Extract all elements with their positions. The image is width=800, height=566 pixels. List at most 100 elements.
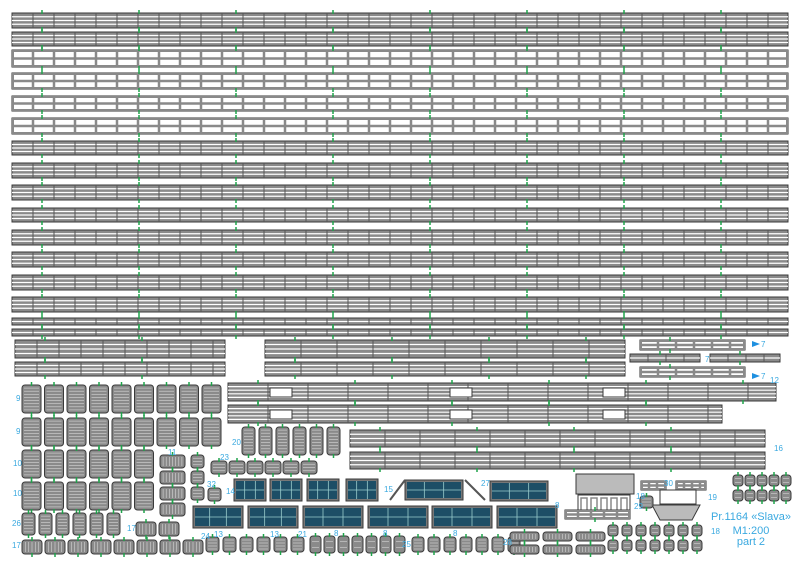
grille-part — [273, 536, 288, 553]
part-label: 23 — [220, 453, 229, 462]
part-label: 12 — [770, 376, 779, 385]
frame-part — [659, 489, 697, 505]
part-label: 9 — [16, 394, 21, 403]
part-label: 13 — [214, 530, 223, 539]
grille-part — [756, 489, 768, 502]
grille-part — [258, 426, 273, 456]
grille-part — [21, 384, 42, 414]
part-label: 11 — [168, 448, 177, 457]
grille-part — [89, 481, 109, 511]
grille-part — [44, 417, 64, 447]
railing-frame — [640, 340, 745, 350]
grille-part — [411, 536, 425, 553]
part-label: 18 — [636, 492, 645, 501]
grille-part — [732, 474, 744, 487]
grille-part — [89, 449, 109, 479]
part-label: 32 — [207, 480, 216, 489]
grille-part — [621, 539, 633, 552]
grille-part — [326, 426, 341, 456]
grille-part — [201, 384, 222, 414]
grille-part — [744, 489, 756, 502]
grille-part — [575, 544, 606, 555]
part-label: 17 — [127, 524, 136, 533]
grille-part — [509, 531, 540, 542]
grille-part — [691, 524, 703, 537]
grille-part — [21, 417, 42, 447]
grille-part — [292, 426, 307, 456]
grille-part — [66, 449, 87, 479]
sheet-part: part 2 — [736, 536, 766, 548]
grille-part — [309, 426, 324, 456]
part-label: 20 — [232, 438, 241, 447]
railing-frame — [12, 118, 788, 134]
part-label: 16 — [774, 444, 783, 453]
part-label: 25 — [402, 540, 411, 549]
grille-part — [111, 449, 132, 479]
railing-frame — [640, 367, 745, 377]
deck-grating — [575, 473, 635, 495]
grille-part — [156, 417, 177, 447]
grille-part — [677, 524, 689, 537]
grille-part — [134, 449, 154, 479]
grille-part — [351, 535, 364, 554]
grille-part — [443, 536, 457, 553]
grille-part — [509, 544, 540, 555]
grille-part — [744, 474, 756, 487]
hatch-opening — [269, 387, 293, 398]
grille-part — [256, 536, 271, 553]
grille-part — [607, 524, 619, 537]
part-label: 7 — [761, 372, 766, 381]
part-label: 8 — [555, 501, 560, 510]
grille-part — [323, 535, 336, 554]
hatch-opening — [602, 387, 626, 398]
grille-part — [768, 474, 780, 487]
grille-part — [111, 384, 132, 414]
part-label: 8 — [453, 529, 458, 538]
railing-frame — [641, 481, 666, 490]
part-label: 9 — [16, 427, 21, 436]
grille-part — [134, 417, 154, 447]
grille-part — [691, 539, 703, 552]
part-label: 19 — [708, 493, 717, 502]
grille-part — [89, 417, 109, 447]
sheet-title: Pr.1164 «Slava» — [711, 511, 791, 523]
arrow-7-icon — [752, 373, 760, 379]
part-label: 24 — [201, 532, 210, 541]
grille-part — [365, 535, 378, 554]
grille-part — [134, 384, 154, 414]
grille-part — [66, 384, 87, 414]
part-label: 8 — [383, 529, 388, 538]
hatch-opening — [269, 409, 293, 420]
part-label: 14 — [226, 487, 235, 496]
grille-part — [663, 524, 675, 537]
grille-part — [241, 426, 256, 456]
grille-part — [475, 536, 489, 553]
part-label: 13 — [270, 530, 279, 539]
part-label: 21 — [298, 530, 307, 539]
grille-part — [21, 481, 42, 511]
grille-part — [239, 536, 254, 553]
part-label: 29 — [634, 502, 643, 511]
railing-frame — [565, 510, 630, 519]
grille-part — [780, 474, 792, 487]
grille-part — [111, 417, 132, 447]
part-label: 7 — [705, 355, 710, 364]
railing-part — [227, 382, 777, 402]
deck-grating — [651, 504, 701, 521]
grille-part — [607, 539, 619, 552]
grille-part — [21, 449, 42, 479]
grille-part — [427, 536, 441, 553]
grille-part — [337, 535, 350, 554]
part-label: 30 — [664, 479, 673, 488]
part-label: 27 — [481, 479, 490, 488]
grille-part — [732, 489, 744, 502]
grille-part — [621, 524, 633, 537]
grille-part — [756, 474, 768, 487]
part-label: 28 — [503, 538, 512, 547]
railing-part — [227, 404, 723, 424]
grille-part — [309, 535, 322, 554]
part-label: 17 — [12, 541, 21, 550]
grille-part — [677, 539, 689, 552]
grille-part — [780, 489, 792, 502]
